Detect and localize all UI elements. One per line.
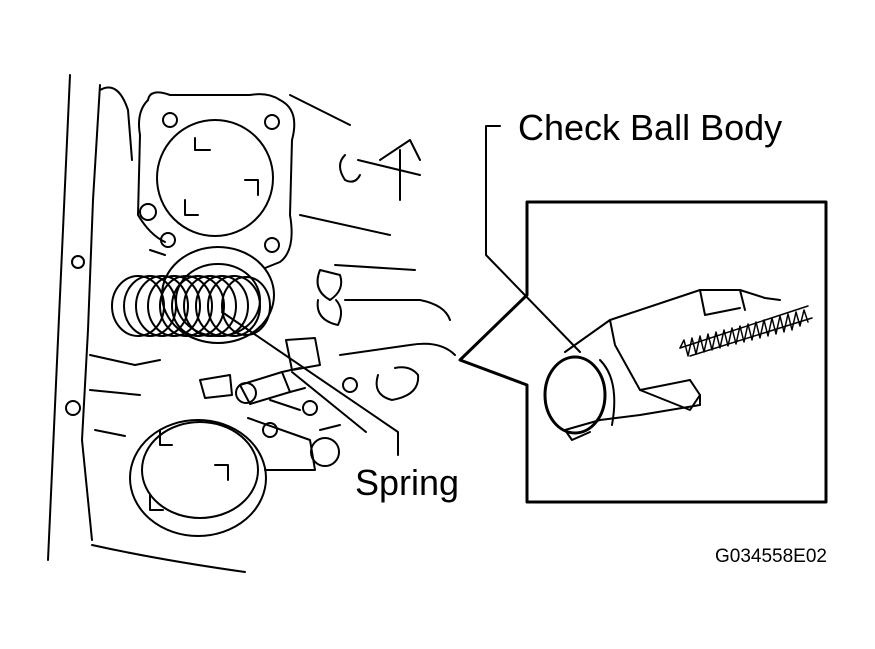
detail-spring [679, 305, 813, 357]
check-ball-body-installed [235, 367, 306, 405]
spring-coil [111, 275, 271, 337]
valve-body [47, 74, 456, 573]
figure-code: G034558E02 [715, 546, 827, 567]
check-ball-body-label: Check Ball Body [518, 107, 782, 148]
spring-leader-line [221, 311, 399, 456]
spring-leader-line-2 [291, 371, 367, 433]
detail-callout [458, 200, 828, 504]
spring-label: Spring [355, 462, 459, 503]
check-ball-body-detail [543, 289, 813, 441]
check-ball-body-leader-line [485, 125, 581, 353]
